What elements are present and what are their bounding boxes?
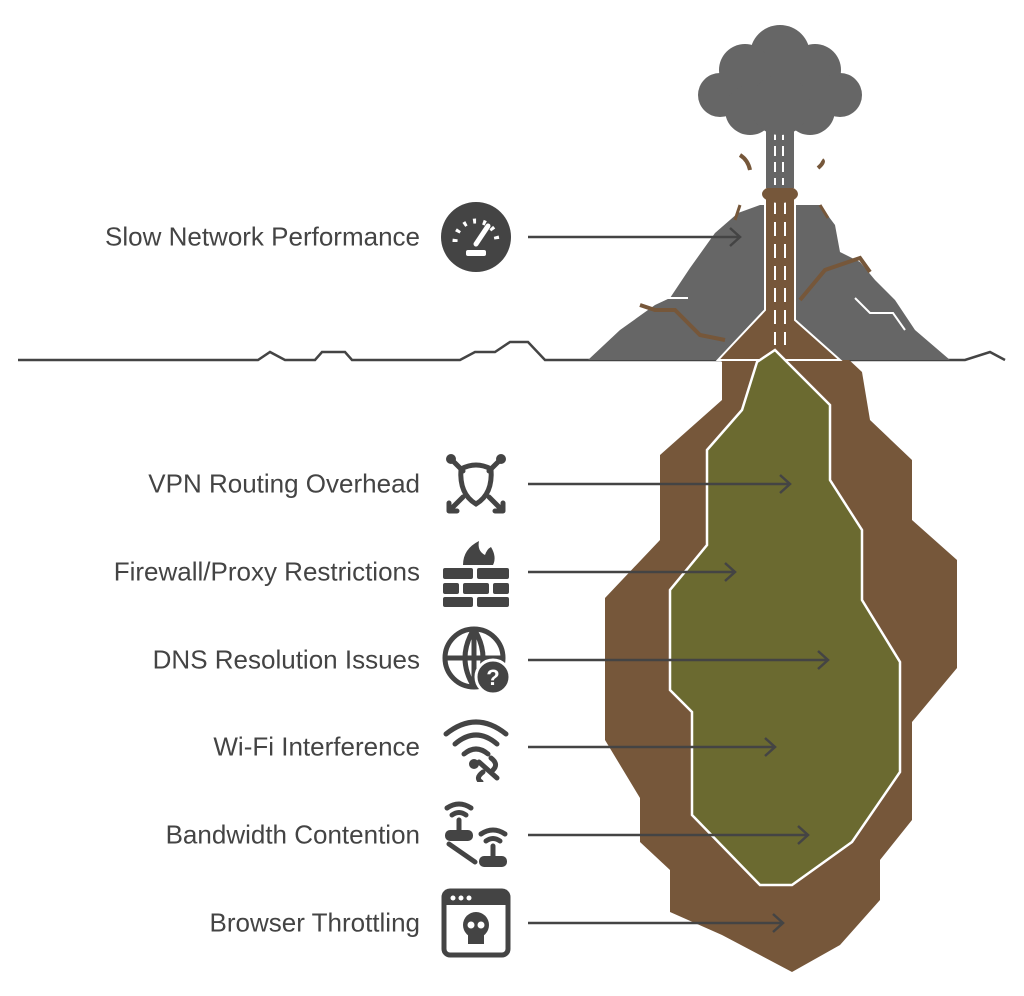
arrows [528,227,830,933]
smoke-column [766,128,794,188]
arrow-dns [528,650,830,670]
wifi-broken-link-icon [443,719,509,782]
browser-skull-icon [441,888,511,958]
label-browser-throttling: Browser Throttling [209,907,421,938]
ash-cloud [698,25,862,135]
arrow-slow-network [528,227,742,247]
arrow-vpn [528,474,792,494]
label-wifi-interference: Wi-Fi Interference [213,731,420,762]
label-vpn-routing: VPN Routing Overhead [148,468,420,499]
label-bandwidth-contention: Bandwidth Contention [165,819,420,850]
label-dns-resolution: DNS Resolution Issues [152,644,420,675]
firewall-icon [443,541,509,607]
svg-text:?: ? [486,665,499,690]
arrow-firewall [528,562,737,582]
label-firewall-proxy: Firewall/Proxy Restrictions [113,556,420,587]
arrow-bandwidth [528,825,810,845]
globe-question-icon: ? [442,626,511,695]
label-slow-network-performance: Slow Network Performance [105,221,420,252]
routers-icon [444,801,508,867]
speedometer-icon [441,202,511,272]
arrow-wifi [528,737,777,757]
arrow-browser [528,913,785,933]
vpn-shield-network-icon [446,454,506,514]
